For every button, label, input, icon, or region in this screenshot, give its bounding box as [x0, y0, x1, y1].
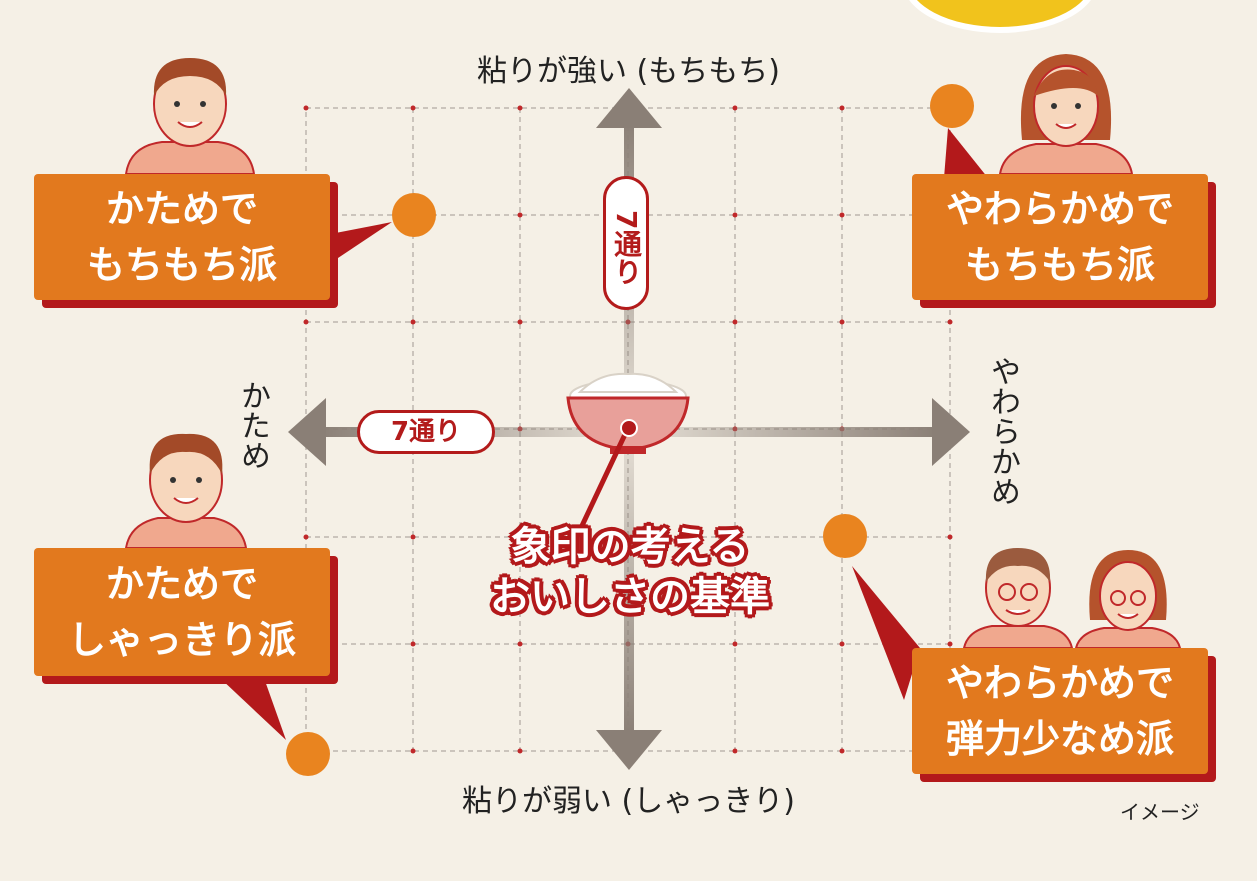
grid-dot	[303, 534, 309, 540]
grid-dot	[517, 534, 523, 540]
tail-bottom-right	[852, 566, 920, 700]
grid-dot	[410, 641, 416, 647]
tail-bottom-left	[220, 678, 286, 740]
tail-top-left	[320, 222, 392, 270]
quadrant-box-bottom-left: かためで しゃっきり派	[34, 548, 330, 676]
axis-label-top: 粘りが強い (もちもち)	[477, 54, 780, 89]
quadrant-box-top-left: かためで もちもち派	[34, 174, 330, 300]
quadrant-text-line: やわらかめで	[945, 661, 1174, 705]
quadrant-text-line: 弾力少なめ派	[945, 717, 1174, 761]
grid-dot	[303, 319, 309, 325]
grid-dot	[947, 641, 953, 647]
dot-bottom-right	[823, 514, 867, 558]
elderly-woman-avatar	[1074, 550, 1182, 649]
man-avatar-bottom-left	[124, 433, 248, 549]
grid-dot	[839, 212, 845, 218]
grid-dot	[517, 641, 523, 647]
man-avatar-top-left	[124, 58, 256, 175]
center-pointer-line	[577, 426, 631, 532]
grid-dot	[517, 212, 523, 218]
grid-dot	[732, 534, 738, 540]
woman-avatar-top-right	[998, 54, 1134, 175]
elderly-man-avatar	[962, 548, 1074, 649]
grid-dot	[732, 105, 738, 111]
center-pointer-dot	[620, 419, 638, 437]
center-text-line: おいしさの基準	[490, 574, 770, 620]
image-note: イメージ	[1120, 800, 1200, 824]
rice-bowl-icon	[566, 372, 690, 454]
grid-dot	[839, 319, 845, 325]
grid-dot	[732, 748, 738, 754]
grid-dot	[303, 105, 309, 111]
dot-bottom-left	[286, 732, 330, 776]
gold-accent-circle	[909, 0, 1091, 33]
tail-top-right	[944, 128, 988, 178]
axis-label-right: やわらかめ	[985, 356, 1020, 506]
quadrant-text-line: もちもち派	[964, 243, 1155, 287]
grid-dot	[839, 748, 845, 754]
dot-top-left	[392, 193, 436, 237]
grid-dot	[517, 105, 523, 111]
center-standard-label: 象印の考える おいしさの基準	[470, 522, 790, 622]
axis-label-bottom: 粘りが弱い (しゃっきり)	[462, 784, 795, 819]
quadrant-box-bottom-right: やわらかめで 弾力少なめ派	[912, 648, 1208, 774]
quadrant-text-line: かためで	[105, 187, 258, 231]
grid-dot	[732, 319, 738, 325]
grid-dot	[732, 641, 738, 647]
grid-dot	[517, 319, 523, 325]
quadrant-box-top-right: やわらかめで もちもち派	[912, 174, 1208, 300]
quadrant-text-line: かためで	[105, 562, 258, 606]
horizontal-count-badge: 7通り	[357, 410, 495, 454]
grid-dot	[410, 105, 416, 111]
dot-top-right	[930, 84, 974, 128]
vertical-count-badge: 7通り	[603, 176, 649, 310]
grid-dot	[517, 748, 523, 754]
grid-dot	[839, 641, 845, 647]
grid-dot	[410, 319, 416, 325]
grid-dot	[410, 534, 416, 540]
grid-dot	[947, 534, 953, 540]
quadrant-text-line: もちもち派	[86, 243, 277, 287]
center-text-line: 象印の考える	[510, 524, 750, 570]
axis-label-left: かため	[235, 380, 270, 470]
grid-dot	[947, 319, 953, 325]
grid-dot	[839, 105, 845, 111]
quadrant-text-line: やわらかめで	[945, 187, 1174, 231]
quadrant-text-line: しゃっきり派	[67, 618, 296, 662]
grid-dot	[410, 748, 416, 754]
grid-dot	[732, 212, 738, 218]
